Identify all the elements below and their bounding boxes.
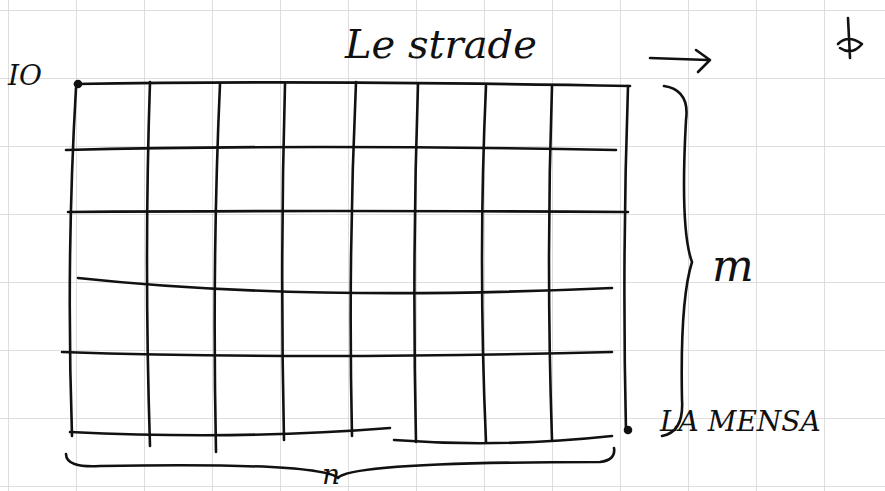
sketch-symbol: [838, 18, 862, 58]
dimension-label: n: [322, 461, 340, 489]
street-v: [351, 82, 356, 436]
street-h: [70, 428, 390, 435]
street-v: [549, 86, 552, 440]
dimension-label: m: [712, 244, 754, 288]
direction-arrow: [650, 50, 710, 72]
streets-title: Le strade: [345, 24, 537, 64]
street-h: [62, 352, 612, 356]
start-dot: [75, 81, 81, 87]
street-v: [70, 88, 76, 436]
street-v: [215, 84, 220, 452]
street-v: [482, 86, 486, 442]
street-v: [282, 84, 285, 440]
street-h: [78, 278, 612, 293]
street-h: [394, 436, 612, 443]
end-dot: [625, 427, 631, 433]
destination-label: LA MENSA: [660, 408, 821, 436]
street-v: [147, 82, 150, 446]
bottom-brace: [66, 448, 614, 478]
start-label: IO: [8, 62, 42, 90]
street-v: [414, 84, 418, 442]
street-h: [75, 82, 630, 86]
street-h: [68, 211, 628, 212]
street-v: [624, 86, 628, 432]
right-brace: [662, 86, 692, 436]
